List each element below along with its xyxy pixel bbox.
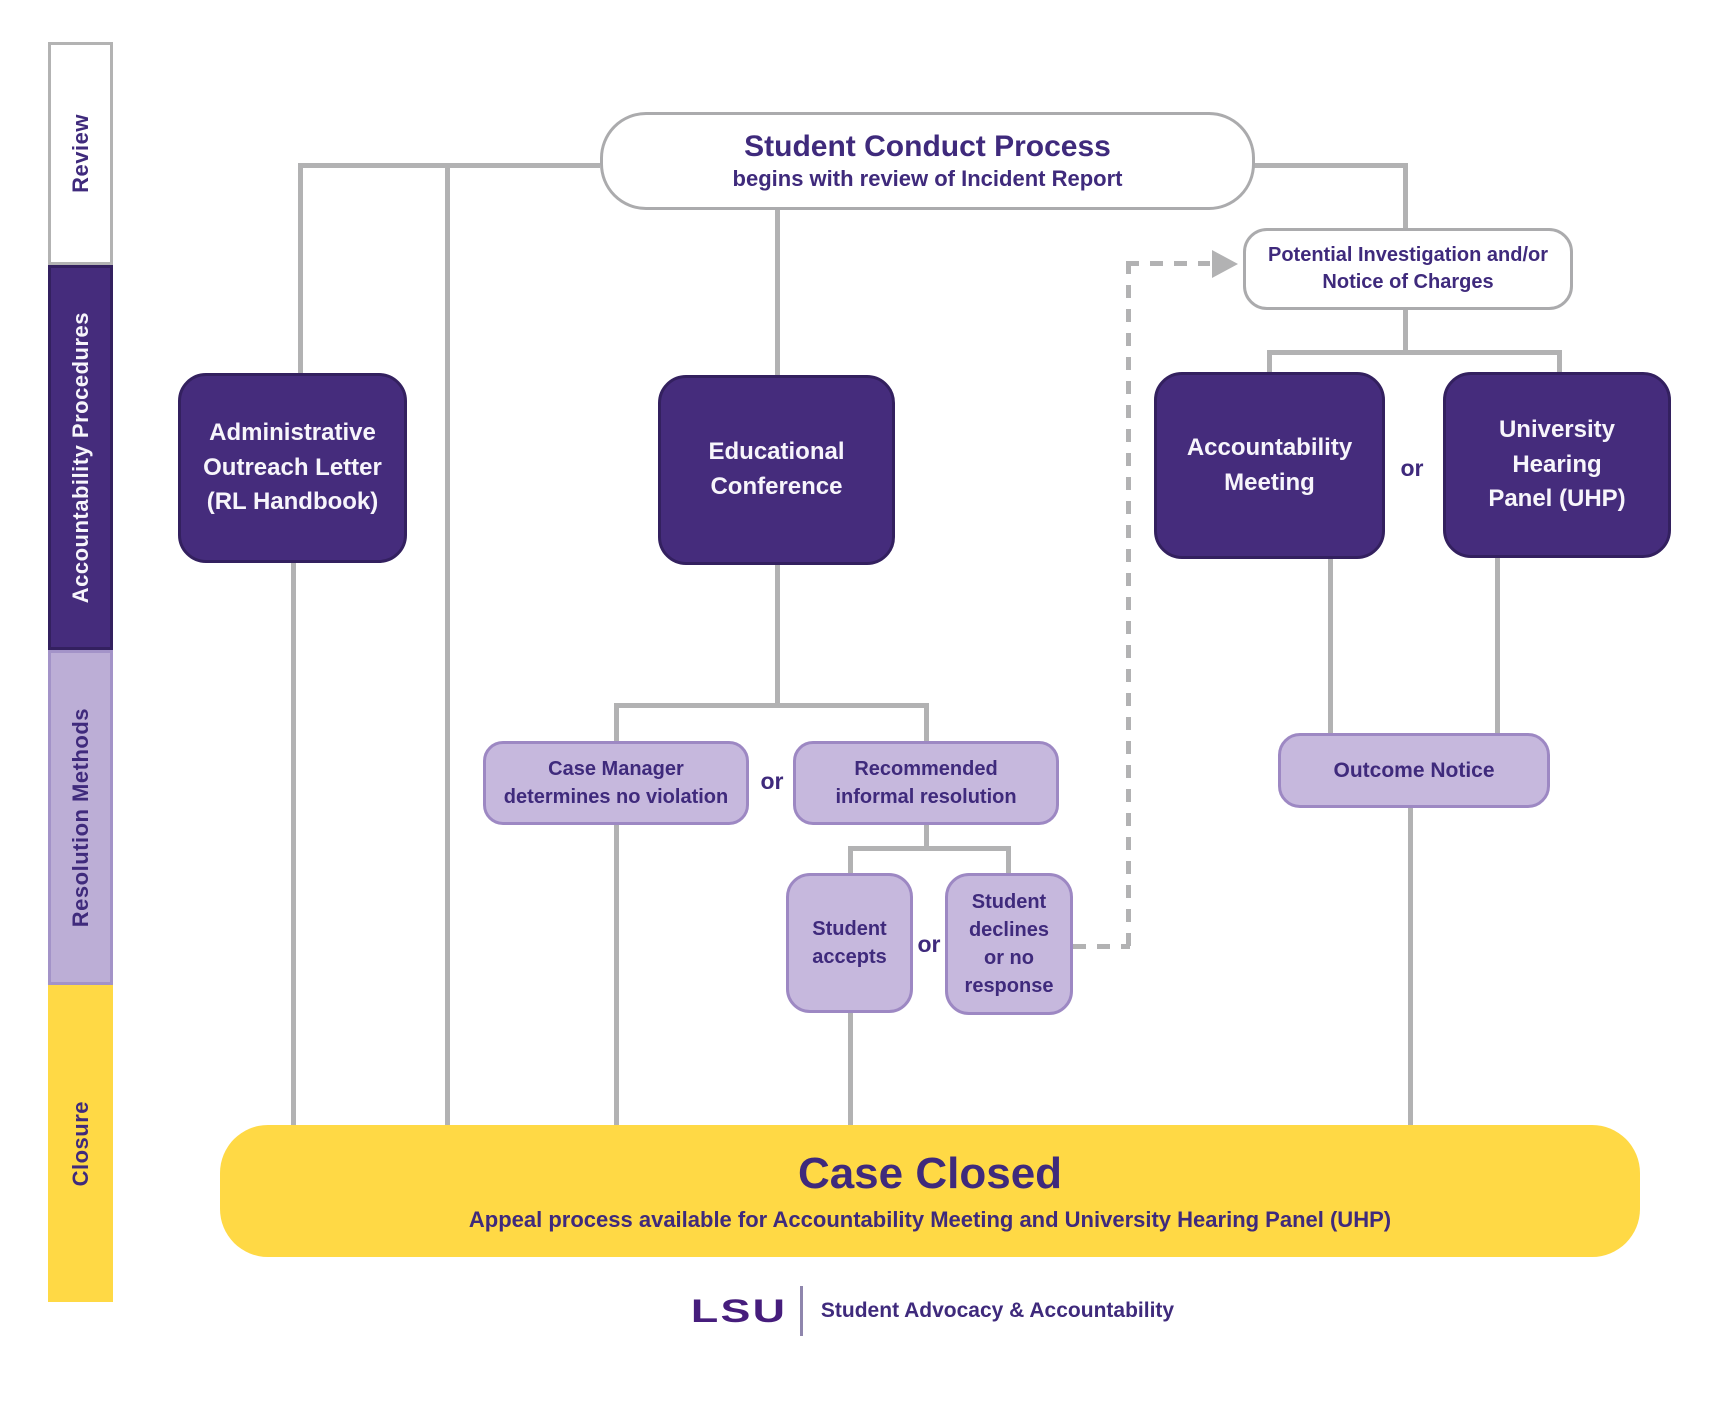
- sidebar-phase-accountability-procedures-label: Accountability Procedures: [67, 311, 93, 604]
- connector-bracket-meeting-uhp: [1267, 350, 1562, 355]
- node-outcome-notice: Outcome Notice: [1278, 733, 1550, 808]
- connector-bracket-resolution: [614, 703, 929, 708]
- connector-title-right-horizontal: [1253, 163, 1407, 168]
- node-student-declines: Student declines or no response: [945, 873, 1073, 1015]
- footer-department-label: Student Advocacy & Accountability: [820, 1299, 1175, 1322]
- sidebar-phase-closure: Closure: [48, 985, 113, 1302]
- connector-to-potential-investigation: [1403, 163, 1408, 230]
- connector-bracket-to-uhp: [1557, 350, 1562, 374]
- or-label-students: or: [917, 931, 941, 957]
- node-student-conduct-process: Student Conduct Process begins with revi…: [600, 112, 1255, 210]
- connector-educational-down: [775, 563, 780, 705]
- connector-bracket-to-student-declines: [1006, 846, 1011, 875]
- or-label-resolution: or: [760, 768, 784, 794]
- connector-outcome-to-case-closed: [1408, 806, 1413, 1127]
- connector-bracket-to-informal: [924, 703, 929, 743]
- dashed-connector-top: [1126, 261, 1210, 266]
- node-administrative-outreach-letter-label: Administrative Outreach Letter (RL Handb…: [203, 418, 382, 516]
- connector-bracket-to-case-manager: [614, 703, 619, 743]
- sidebar-phase-closure-label: Closure: [67, 1100, 93, 1187]
- process-title: Student Conduct Process: [744, 129, 1111, 163]
- connector-to-admin-outreach: [298, 163, 303, 375]
- connector-left-bypass-to-case-closed: [445, 163, 450, 1127]
- node-administrative-outreach-letter: Administrative Outreach Letter (RL Handb…: [178, 373, 407, 563]
- connector-uhp-to-outcome: [1495, 556, 1500, 735]
- node-student-declines-label: Student declines or no response: [964, 891, 1054, 997]
- node-recommended-informal-resolution-label: Recommended informal resolution: [835, 758, 1017, 808]
- node-university-hearing-panel-label: University Hearing Panel (UHP): [1488, 415, 1626, 513]
- dashed-connector-declines-out: [1073, 944, 1130, 949]
- footer: LSU Student Advocacy & Accountability: [134, 1286, 1736, 1336]
- case-closed-subtitle: Appeal process available for Accountabil…: [468, 1207, 1392, 1233]
- node-potential-investigation-label: Potential Investigation and/or Notice of…: [1267, 244, 1549, 293]
- node-educational-conference: Educational Conference: [658, 375, 895, 565]
- process-subtitle: begins with review of Incident Report: [732, 165, 1123, 191]
- sidebar-phase-resolution-methods: Resolution Methods: [48, 650, 113, 985]
- dashed-connector-vertical: [1126, 261, 1131, 948]
- node-outcome-notice-label: Outcome Notice: [1333, 758, 1495, 782]
- connector-bracket-students: [848, 846, 1011, 851]
- connector-potential-investigation-down: [1403, 308, 1408, 352]
- connector-title-left-horizontal: [300, 163, 600, 168]
- node-university-hearing-panel: University Hearing Panel (UHP): [1443, 372, 1671, 558]
- node-student-accepts: Student accepts: [786, 873, 913, 1013]
- sidebar-phase-resolution-methods-label: Resolution Methods: [67, 707, 93, 928]
- node-accountability-meeting: Accountability Meeting: [1154, 372, 1385, 559]
- connector-meeting-to-outcome: [1328, 557, 1333, 735]
- sidebar-phase-review: Review: [48, 42, 113, 265]
- lsu-logo: LSU: [690, 1292, 788, 1329]
- case-closed-title: Case Closed: [797, 1148, 1063, 1198]
- node-educational-conference-label: Educational Conference: [708, 438, 845, 500]
- connector-student-accepts-to-case-closed: [848, 1011, 853, 1127]
- sidebar-phase-review-label: Review: [67, 114, 93, 193]
- node-recommended-informal-resolution: Recommended informal resolution: [793, 741, 1059, 825]
- connector-bracket-to-accountability-meeting: [1267, 350, 1272, 374]
- node-case-closed: Case Closed Appeal process available for…: [220, 1125, 1640, 1257]
- node-student-accepts-label: Student accepts: [812, 918, 887, 968]
- connector-title-to-educational-conference: [775, 208, 780, 377]
- connector-bracket-to-student-accepts: [848, 846, 853, 875]
- connector-case-manager-to-case-closed: [614, 822, 619, 1127]
- node-case-manager-no-violation: Case Manager determines no violation: [483, 741, 749, 825]
- footer-divider: [799, 1286, 803, 1336]
- sidebar-phase-accountability-procedures: Accountability Procedures: [48, 265, 113, 650]
- connector-admin-to-case-closed: [291, 556, 296, 1127]
- connector-informal-down: [924, 822, 929, 848]
- or-label-meeting-uhp: or: [1400, 455, 1424, 481]
- node-accountability-meeting-label: Accountability Meeting: [1186, 433, 1353, 496]
- node-potential-investigation: Potential Investigation and/or Notice of…: [1243, 228, 1573, 310]
- dashed-arrowhead-icon: [1212, 250, 1238, 278]
- node-case-manager-no-violation-label: Case Manager determines no violation: [503, 758, 729, 808]
